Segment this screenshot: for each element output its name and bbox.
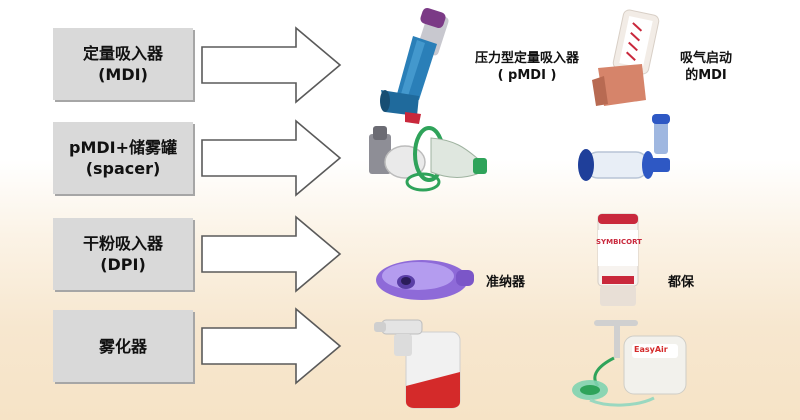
row-label-mdi: 定量吸入器 (MDI) xyxy=(53,28,193,100)
row-label-mdi-line1: 定量吸入器 xyxy=(82,44,163,63)
turbuhaler-dpi-icon xyxy=(597,213,639,306)
arrow-right-icon xyxy=(201,26,342,104)
row-label-spacer-line2: (spacer) xyxy=(85,159,161,178)
volume-spacer-icon xyxy=(578,114,670,181)
caption-accuhaler: 准纳器 xyxy=(486,275,526,290)
row-label-dpi-line2: (DPI) xyxy=(100,255,146,274)
caption-breath-actuated: 吸气启动 的MDI xyxy=(676,50,736,84)
breath-actuated-mdi-icon xyxy=(592,9,660,106)
caption-pmdi: 压力型定量吸入器 ( pMDI ) xyxy=(462,50,592,84)
arrow-right-icon xyxy=(201,215,342,293)
caption-breath-line2: 的MDI xyxy=(685,68,727,83)
compressor-nebulizer-icon xyxy=(572,320,687,407)
accuhaler-dpi-icon xyxy=(376,260,474,300)
caption-breath-line1: 吸气启动 xyxy=(679,51,732,66)
row-label-dpi-line1: 干粉吸入器 xyxy=(82,234,163,253)
row-label-dpi: 干粉吸入器 (DPI) xyxy=(53,218,193,290)
caption-pmdi-line1: 压力型定量吸入器 xyxy=(474,51,579,66)
arrow-right-icon xyxy=(201,307,342,385)
row-label-spacer-line1: pMDI+储雾罐 xyxy=(68,138,178,157)
turbuhaler-brand-label: SYMBICORT xyxy=(596,238,642,246)
row-label-mdi-line2: (MDI) xyxy=(98,65,148,84)
arrow-right-icon xyxy=(201,119,342,197)
row-label-nebulizer: 雾化器 xyxy=(53,310,193,382)
caption-turbuhaler: 都保 xyxy=(668,275,695,290)
caption-pmdi-line2: ( pMDI ) xyxy=(497,68,557,83)
spacer-device-icon xyxy=(369,126,487,192)
pmdi-inhaler-icon xyxy=(380,7,449,124)
row-label-spacer: pMDI+储雾罐 (spacer) xyxy=(53,122,193,194)
nebulizer-brand-label: EasyAir xyxy=(634,345,668,354)
row-label-nebulizer-line1: 雾化器 xyxy=(98,336,147,356)
compact-nebulizer-icon xyxy=(374,319,461,409)
